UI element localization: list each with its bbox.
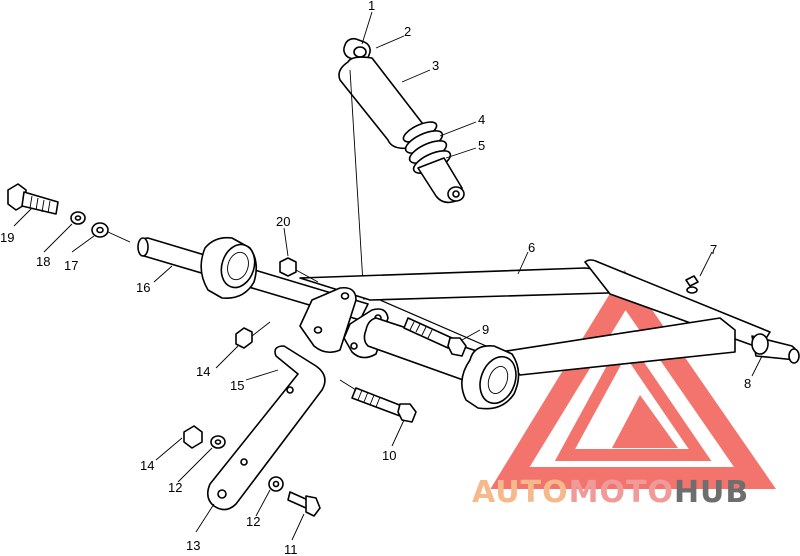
callout-4: 4 bbox=[478, 112, 485, 127]
callout-10: 10 bbox=[382, 448, 396, 463]
callout-labels: 1 2 3 4 5 6 7 8 9 10 11 12 12 13 14 14 1… bbox=[0, 0, 751, 556]
front-shaft-16 bbox=[137, 236, 369, 321]
nut-14-lower bbox=[183, 425, 203, 449]
bolt-19 bbox=[7, 183, 59, 215]
callout-13: 13 bbox=[186, 538, 200, 553]
callout-19: 19 bbox=[0, 230, 14, 245]
cross-tube bbox=[363, 317, 520, 410]
callout-15: 15 bbox=[230, 378, 244, 393]
nut-14-upper bbox=[235, 321, 271, 349]
a-arm-frame-6 bbox=[299, 259, 771, 376]
washer-12-lower bbox=[268, 476, 284, 492]
callout-20: 20 bbox=[276, 214, 290, 229]
callout-11: 11 bbox=[284, 542, 298, 556]
bolt-10 bbox=[339, 379, 417, 423]
callout-6: 6 bbox=[528, 240, 535, 255]
callout-12-upper: 12 bbox=[168, 480, 182, 495]
watermark-text: AUTOMOTOHUB bbox=[472, 475, 749, 510]
svg-text:AUTOMOTOHUB: AUTOMOTOHUB bbox=[472, 475, 749, 510]
watermark-moto: MOTO bbox=[569, 475, 674, 510]
grease-fitting-7 bbox=[685, 275, 699, 294]
callout-8: 8 bbox=[744, 376, 751, 391]
bolt-9 bbox=[403, 317, 467, 357]
callout-9: 9 bbox=[482, 322, 489, 337]
shock-absorber bbox=[338, 37, 465, 301]
watermark-auto: AUTO bbox=[472, 475, 569, 510]
callout-5: 5 bbox=[478, 138, 485, 153]
watermark-logo-triangle bbox=[490, 269, 776, 489]
callout-3: 3 bbox=[432, 58, 439, 73]
callout-14-upper: 14 bbox=[196, 364, 210, 379]
callout-17: 17 bbox=[64, 258, 78, 273]
callout-12-lower: 12 bbox=[246, 514, 260, 529]
callout-7: 7 bbox=[710, 242, 717, 257]
connecting-link-13 bbox=[206, 345, 326, 511]
callout-16: 16 bbox=[136, 280, 150, 295]
leader-lines bbox=[13, 11, 763, 541]
callout-2: 2 bbox=[404, 24, 411, 39]
axis-line bbox=[107, 231, 131, 243]
washer-18 bbox=[70, 211, 86, 225]
callout-14-lower: 14 bbox=[140, 458, 154, 473]
watermark-hub: HUB bbox=[674, 475, 749, 510]
washer-17 bbox=[91, 222, 109, 238]
washer-12-upper bbox=[210, 435, 226, 449]
callout-18: 18 bbox=[36, 254, 50, 269]
rear-shaft-8 bbox=[751, 333, 800, 364]
bolt-11 bbox=[287, 491, 321, 517]
callout-1: 1 bbox=[368, 0, 375, 13]
nut-20 bbox=[279, 257, 319, 283]
